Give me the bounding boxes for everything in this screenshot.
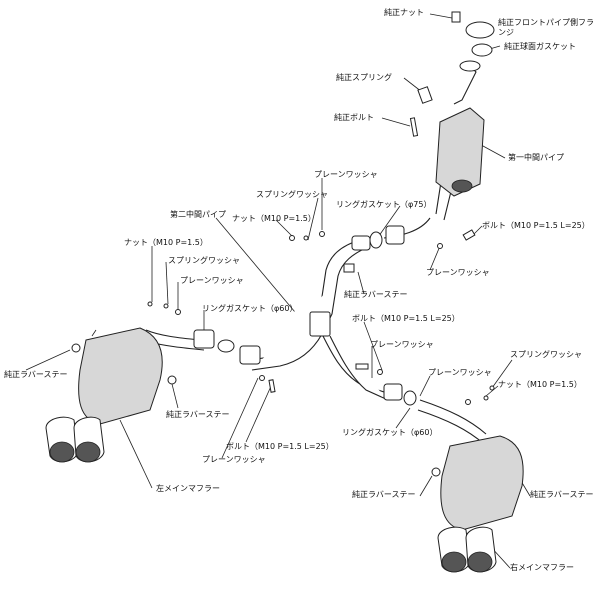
- flanges-gaskets: [193, 11, 495, 406]
- label-first-mid-pipe: 第一中間パイプ: [508, 153, 564, 162]
- label-bolt-m10-center: ボルト（M10 P=1.5 L=25）: [352, 314, 460, 323]
- label-plain-washer-bottom: プレーンワッシャ: [202, 455, 266, 464]
- label-oem-front-pipe-flange: 純正フロントパイプ側フランジ: [498, 18, 594, 37]
- label-second-mid-pipe: 第二中間パイプ: [170, 210, 226, 219]
- label-nut-m10-right: ナット（M10 P=1.5）: [498, 380, 582, 389]
- label-oem-rubber-stay-center: 純正ラバーステー: [344, 290, 408, 299]
- label-nut-m10-center: ナット（M10 P=1.5）: [232, 214, 316, 223]
- left-muffler-shape: [45, 327, 163, 463]
- right-muffler-shape: [437, 435, 524, 573]
- label-ring-gasket-75: リングガスケット（φ75）: [336, 200, 432, 209]
- label-plain-washer-left: プレーンワッシャ: [180, 276, 244, 285]
- label-oem-ball-gasket: 純正球面ガスケット: [504, 42, 576, 51]
- label-plain-washer-right-top: プレーンワッシャ: [426, 268, 490, 277]
- label-oem-rubber-stay-right2: 純正ラバーステー: [530, 490, 594, 499]
- label-bolt-m10-bottom: ボルト（M10 P=1.5 L=25）: [226, 442, 334, 451]
- label-spring-washer-left: スプリングワッシャ: [168, 256, 240, 265]
- label-ring-gasket-60-left: リングガスケット（φ60）: [202, 304, 298, 313]
- label-oem-rubber-stay-left: 純正ラバーステー: [4, 370, 68, 379]
- first-mid-pipe-resonator: [435, 107, 485, 197]
- label-right-main-muffler: 右メインマフラー: [510, 563, 574, 572]
- label-oem-rubber-stay-right: 純正ラバーステー: [352, 490, 416, 499]
- label-bolt-m10-right: ボルト（M10 P=1.5 L=25）: [482, 221, 590, 230]
- label-plain-washer-top: プレーンワッシャ: [314, 170, 378, 179]
- label-oem-rubber-stay-left2: 純正ラバーステー: [166, 410, 230, 419]
- label-nut-m10-left: ナット（M10 P=1.5）: [124, 238, 208, 247]
- label-left-main-muffler: 左メインマフラー: [156, 484, 220, 493]
- label-spring-washer-right: スプリングワッシャ: [510, 350, 582, 359]
- pipe-network: [145, 65, 487, 445]
- label-oem-spring: 純正スプリング: [336, 73, 392, 82]
- leader-lines: [25, 13, 531, 569]
- label-oem-nut: 純正ナット: [384, 8, 424, 17]
- label-spring-washer-top: スプリングワッシャ: [256, 190, 328, 199]
- label-plain-washer-right: プレーンワッシャ: [428, 368, 492, 377]
- label-oem-bolt: 純正ボルト: [334, 113, 374, 122]
- label-plain-washer-center: プレーンワッシャ: [370, 340, 434, 349]
- label-ring-gasket-60-right: リングガスケット（φ60）: [342, 428, 438, 437]
